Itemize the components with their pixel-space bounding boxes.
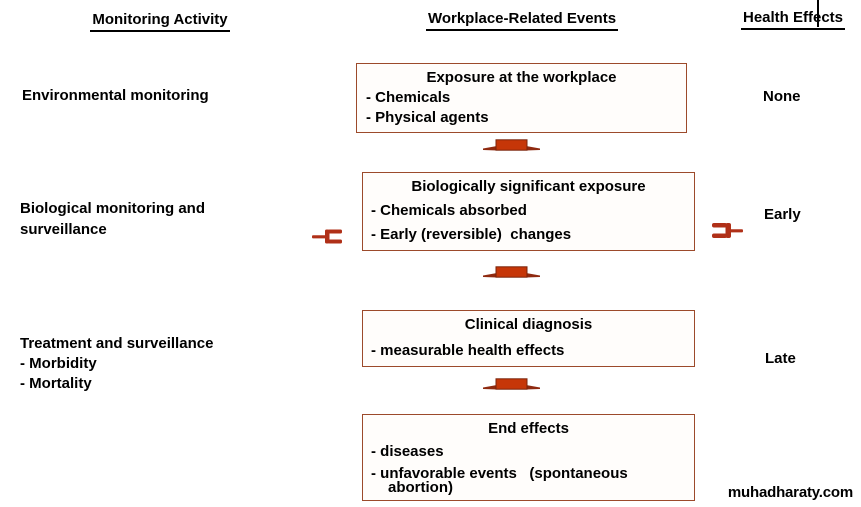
column-header-monitoring-activity: Monitoring Activity	[55, 11, 265, 32]
column-header-workplace-related-events: Workplace-Related Events	[397, 10, 647, 31]
monitoring-activity-treatment: Treatment and surveillance - Morbidity -…	[20, 335, 214, 392]
event-box-end-effects	[362, 414, 695, 501]
box-title: Clinical diagnosis	[464, 316, 593, 333]
box-bullet: - Early (reversible) changes	[371, 226, 572, 243]
box-bullet: - Physical agents	[366, 109, 489, 126]
box-title: Biologically significant exposure	[411, 178, 646, 195]
monitoring-activity-biological: Biological monitoring and surveillance	[20, 200, 205, 238]
left-connector-icon	[312, 227, 346, 246]
event-box-exposure	[356, 63, 687, 133]
box-bullet: - Chemicals absorbed	[371, 202, 527, 219]
header-text: Health Effects	[740, 9, 846, 30]
column-header-health-effects: Health Effects	[717, 9, 861, 30]
text-cursor-artifact	[817, 0, 819, 27]
health-effect-late: Late	[765, 350, 796, 367]
box-bullet: - measurable health effects	[371, 342, 565, 359]
watermark: muhadharaty.com	[727, 484, 853, 501]
right-connector-icon	[707, 221, 743, 240]
down-arrow-icon	[483, 139, 540, 153]
down-arrow-icon	[483, 378, 540, 392]
header-text: Monitoring Activity	[90, 11, 230, 32]
box-title: End effects	[488, 420, 569, 437]
monitoring-activity-environmental: Environmental monitoring	[22, 87, 209, 104]
header-text: Workplace-Related Events	[425, 10, 619, 31]
down-arrow-icon	[483, 266, 540, 280]
event-box-clinical-diagnosis	[362, 310, 695, 367]
event-box-biological-exposure	[362, 172, 695, 251]
health-effect-none: None	[763, 88, 801, 105]
box-title: Exposure at the workplace	[426, 69, 617, 86]
box-bullet: - diseases	[371, 443, 444, 460]
box-bullet: - unfavorable events (spontaneous aborti…	[371, 465, 628, 496]
box-bullet: - Chemicals	[366, 89, 451, 106]
health-effect-early: Early	[764, 206, 801, 223]
